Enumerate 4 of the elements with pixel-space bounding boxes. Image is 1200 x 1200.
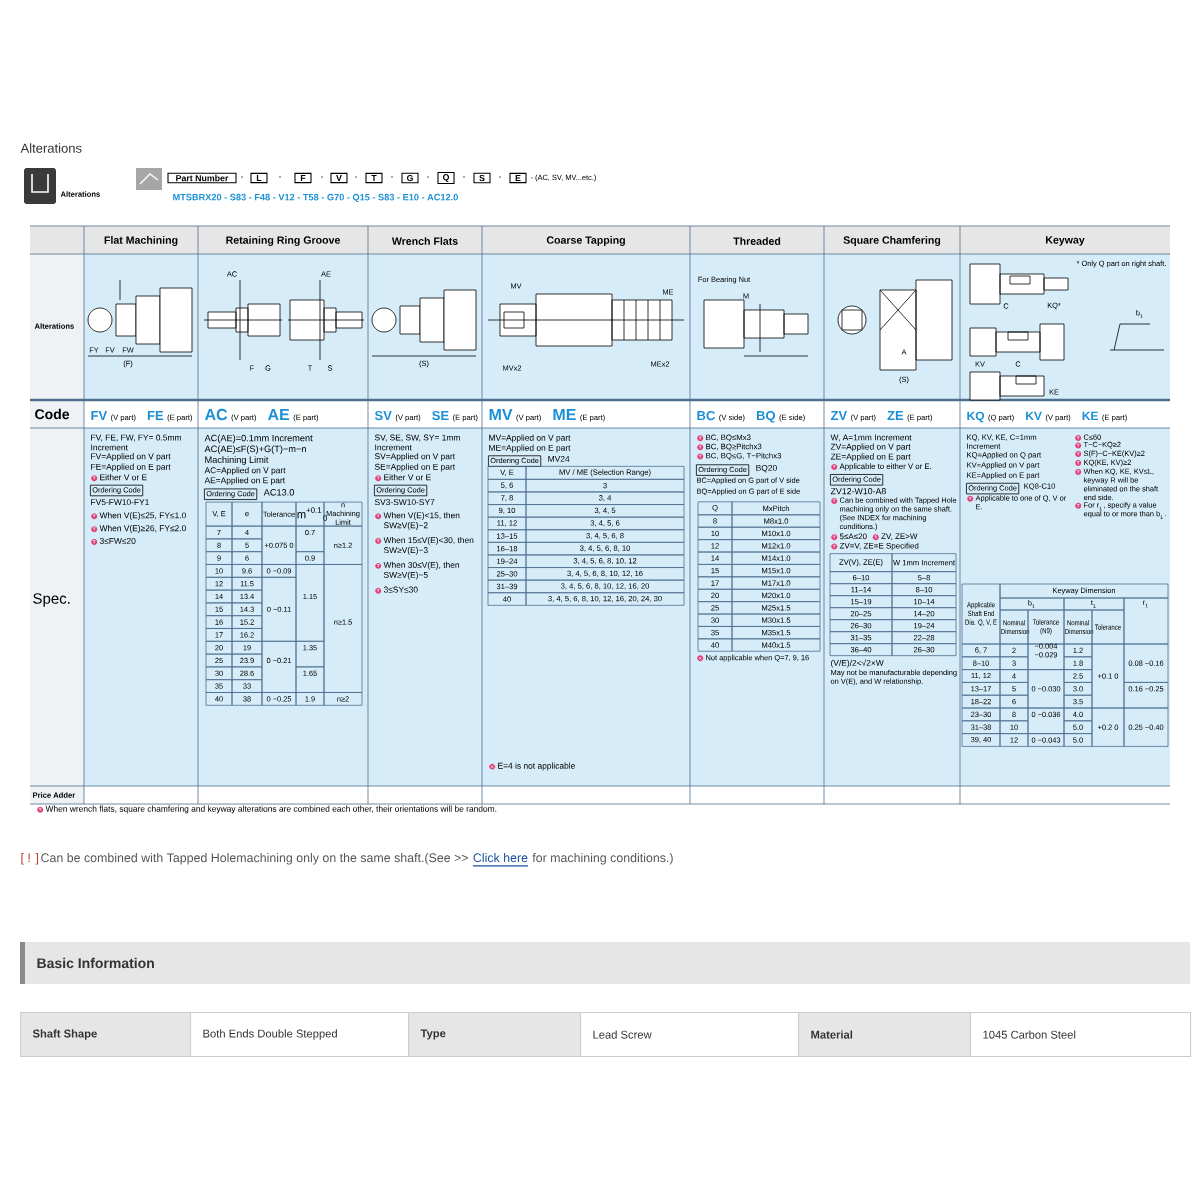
option-code: AC xyxy=(204,408,228,421)
option-code: MV xyxy=(489,409,513,420)
option-code: ME xyxy=(553,409,576,420)
option-code: AE xyxy=(267,409,290,420)
